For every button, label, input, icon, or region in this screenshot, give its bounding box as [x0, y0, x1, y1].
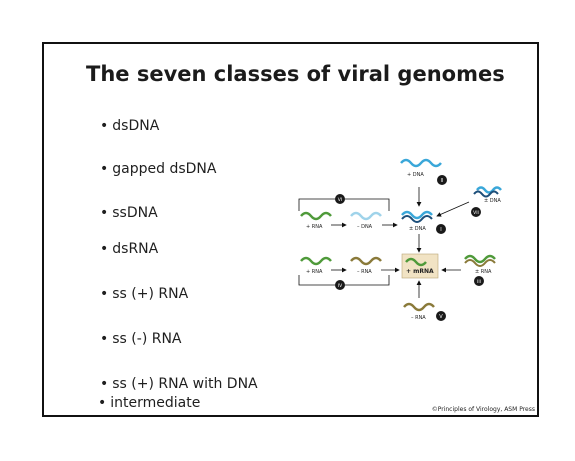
label-row1-mid: – DNA — [357, 224, 373, 230]
bullet-item: ssDNA — [100, 205, 258, 222]
rna-wave — [464, 254, 496, 264]
label-mrna: + mRNA — [406, 268, 434, 275]
rna-wave — [300, 256, 332, 266]
copyright-credit: ©Principles of Virology, ASM Press — [431, 406, 535, 413]
bullet-continuation: intermediate — [98, 395, 258, 412]
class-badge-label: III — [477, 279, 481, 285]
class-badge — [436, 311, 446, 321]
class-badge — [474, 276, 484, 286]
bullet-item: ss (+) RNA — [100, 286, 258, 303]
label-top-dna: + DNA — [407, 172, 424, 178]
label-row2-mid: – RNA — [357, 269, 372, 275]
slide-title: The seven classes of viral genomes — [86, 62, 505, 86]
dna-wave — [401, 210, 433, 220]
class-badge-label: IV — [338, 283, 343, 289]
dna-wave — [401, 215, 433, 223]
rna-wave — [350, 256, 382, 266]
class-badge-label: VII — [473, 210, 479, 216]
class-badge — [471, 207, 481, 217]
class-badge — [436, 224, 446, 234]
viral-genome-diagram: + DNA II ± DNA VII VI + RNA – DNA ± DNA … — [298, 158, 502, 321]
class-badge — [335, 280, 345, 290]
label-row2-left: + RNA — [306, 269, 323, 275]
class-badge-label: V — [439, 314, 443, 320]
class-badge — [437, 175, 447, 185]
label-row1-right: ± DNA — [409, 226, 426, 232]
rna-wave — [464, 259, 496, 267]
dna-wave — [350, 211, 382, 221]
bullet-item: dsDNA — [100, 118, 258, 135]
label-right-dna: ± DNA — [484, 198, 501, 204]
dna-wave — [476, 186, 502, 194]
arrow — [436, 201, 470, 217]
rna-wave — [300, 211, 332, 221]
slide: The seven classes of viral genomes dsDNA… — [42, 42, 539, 417]
rna-wave — [403, 302, 435, 312]
dna-wave — [400, 158, 442, 168]
class-badge-label: II — [441, 178, 444, 184]
bullet-item: ss (-) RNA — [100, 331, 258, 348]
class-badge-label: I — [440, 227, 441, 233]
bullet-item: gapped dsDNA — [100, 161, 258, 178]
bullet-list: dsDNA gapped dsDNA ssDNA dsRNA ss (+) RN… — [98, 116, 258, 412]
class-badge — [335, 194, 345, 204]
bullet-item: dsRNA — [100, 241, 258, 258]
label-bottom-rna: – RNA — [411, 315, 426, 321]
dna-wave — [473, 190, 499, 198]
rna-wave — [405, 257, 427, 267]
label-row2-right: ± RNA — [475, 269, 492, 275]
label-row1-rna: + RNA — [306, 224, 323, 230]
bullet-item: ss (+) RNA with DNA — [100, 376, 257, 393]
class-badge-label: VI — [338, 197, 342, 203]
